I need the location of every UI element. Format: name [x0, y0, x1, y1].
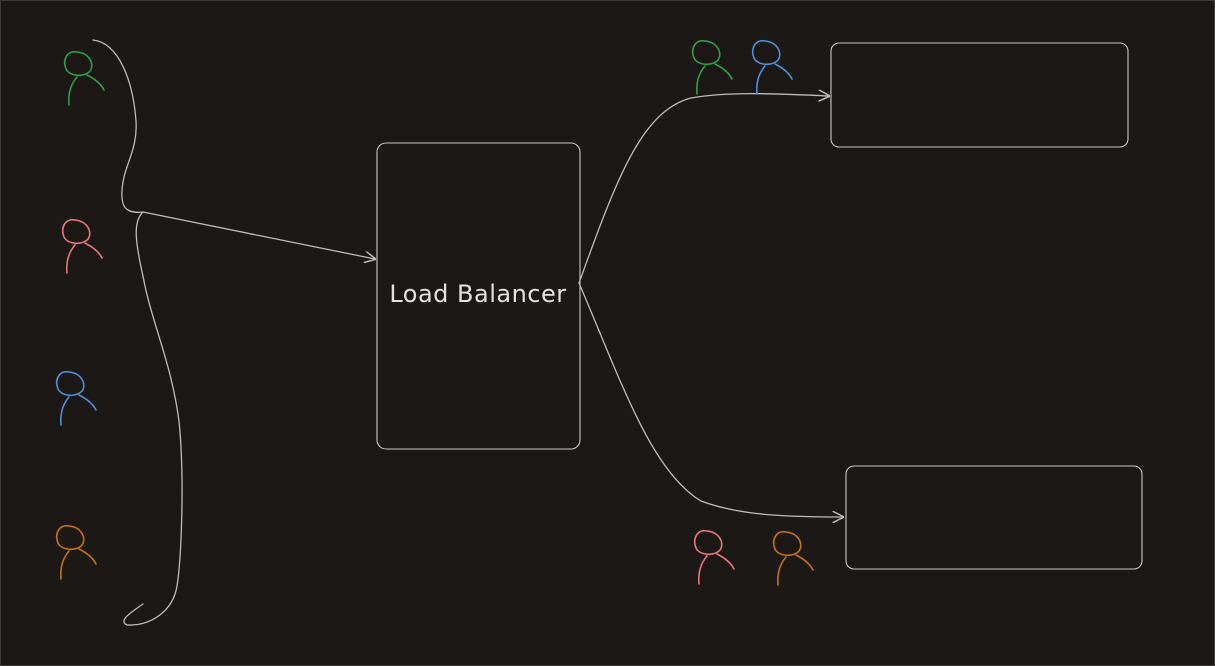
user-icon: [55, 524, 97, 580]
user-icon: [61, 218, 103, 274]
user-icon: [772, 530, 814, 586]
user-icon: [63, 50, 105, 106]
user-icon: [691, 39, 733, 95]
arrow-lb-to-server-bottom: [578, 282, 843, 517]
server-top-box[interactable]: [830, 42, 1129, 148]
user-icon: [751, 39, 793, 95]
arrow-clients-to-lb: [142, 211, 375, 259]
load-balancer-box[interactable]: [376, 142, 581, 450]
user-icon: [693, 529, 735, 585]
load-balancer-label: Load Balancer: [389, 280, 566, 308]
arrow-lb-to-server-top: [578, 94, 829, 284]
server-bottom-box[interactable]: [845, 465, 1143, 570]
curly-brace: [92, 39, 183, 626]
user-icon: [55, 370, 97, 426]
